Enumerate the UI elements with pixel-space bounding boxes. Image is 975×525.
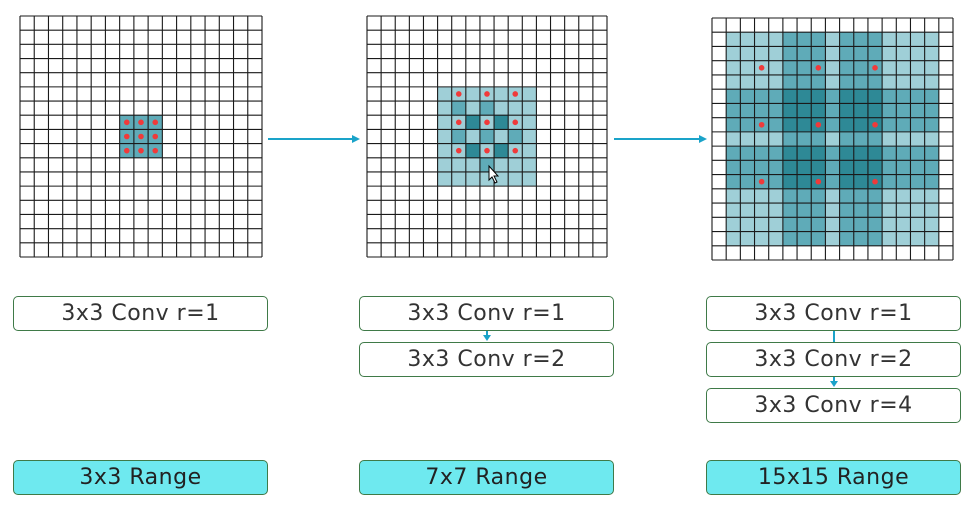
mouse-cursor-icon [488,164,500,184]
panel1-conv1-box: 3x3 Conv r=1 [13,296,268,331]
panel1-sample-dot [152,133,159,140]
panel2-connector-1 [486,331,488,336]
panel2-sample-dot [455,119,462,126]
panel2-sample-dot [484,91,490,97]
panel1-sample-dot [123,119,130,126]
panel3-connector-1 [833,331,835,342]
panel3-sample-dot [815,65,822,71]
panel2-sample-dot [484,147,490,154]
panel1-sample-dot [123,147,130,154]
panel2-overlap-cell [508,129,523,144]
panel3-receptive-field [726,32,939,246]
panel3-sample-dot [758,65,765,71]
panel2-overlap-cell [451,101,466,116]
panel1-sample-dot [123,133,130,140]
panel3-conv2-box: 3x3 Conv r=2 [706,342,961,377]
panel2-overlap-cell [465,143,480,158]
panel2-conv2-label: 3x3 Conv r=2 [407,347,566,372]
panel1-range-box: 3x3 Range [13,460,268,495]
panel1-sample-dot [152,147,159,154]
panel2-range-label: 7x7 Range [425,465,548,490]
panel3-conv3-label: 3x3 Conv r=4 [754,393,913,418]
panel2-range-box: 7x7 Range [359,460,614,495]
panel3-band [726,89,939,132]
panel2-sample-dot [455,91,462,97]
panel2-overlap-cell [479,101,495,116]
arrow-panel2-to-panel3-head [699,135,707,143]
panel3-range-box: 15x15 Range [706,460,961,495]
panel1-sample-dot [138,147,144,154]
panel3-grid [711,17,954,261]
panel3-sample-dot [758,178,765,185]
panel2-conv1-box: 3x3 Conv r=1 [359,296,614,331]
panel3-conv2-label: 3x3 Conv r=2 [754,347,913,372]
panel1-range-label: 3x3 Range [79,465,202,490]
panel3-sample-dot [872,121,878,128]
panel1-conv1-label: 3x3 Conv r=1 [61,301,220,326]
panel3-range-label: 15x15 Range [757,465,910,490]
panel2-grid [366,15,608,258]
panel3-conv3-box: 3x3 Conv r=4 [706,388,961,423]
panel3-connector-2 [833,377,835,382]
panel2-sample-dot [512,147,519,154]
panel2-conv2-box: 3x3 Conv r=2 [359,342,614,377]
panel3-conv1-box: 3x3 Conv r=1 [706,296,961,331]
panel2-sample-dot [455,147,462,154]
panel3-sample-dot [872,65,878,71]
panel3-sample-dot [815,121,822,128]
panel2-overlap-cell [494,115,509,130]
panel2-overlap-cell [494,143,509,158]
panel3-band [782,32,826,246]
panel1-sample-dot [138,119,144,126]
panel2-overlap-cell [465,115,480,130]
panel1-sample-dot [138,133,144,140]
panel3-sample-dot [815,178,822,185]
panel3-band [839,32,883,246]
panel1-sample-dot [152,119,159,126]
panel2-conv1-label: 3x3 Conv r=1 [407,301,566,326]
panel3-sample-dot [758,121,765,128]
panel3-sample-dot [872,178,878,185]
panel3-connector-2-head [830,381,838,387]
panel2-sample-dot [512,119,519,126]
panel2-connector-1-head [483,335,491,341]
panel2-overlap-cell [451,129,466,144]
panel2-sample-dot [512,91,519,97]
panel3-conv1-label: 3x3 Conv r=1 [754,301,913,326]
panel1-grid [19,15,263,258]
panel2-sample-dot [484,119,490,126]
arrow-panel1-to-panel2-head [352,135,360,143]
panel3-band [726,146,939,189]
panel2-overlap-cell [479,129,495,144]
